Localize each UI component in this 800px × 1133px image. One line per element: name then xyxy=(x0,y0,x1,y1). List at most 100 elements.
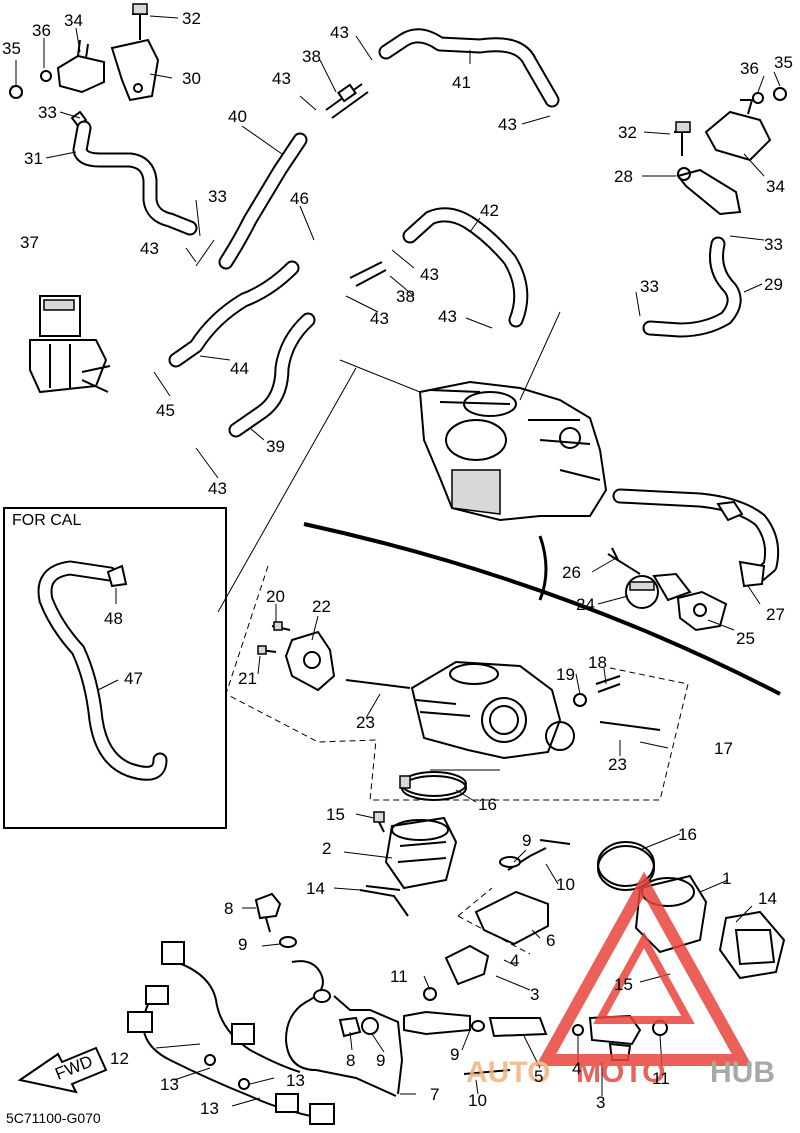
section-divider xyxy=(303,522,781,696)
callout-33: 33 xyxy=(38,103,57,122)
callout-20: 20 xyxy=(266,587,285,606)
callout-5: 5 xyxy=(534,1067,543,1086)
callout-4: 4 xyxy=(572,1059,581,1078)
callout-33: 33 xyxy=(640,277,659,296)
hose-31 xyxy=(72,120,198,236)
throttle-body-dashed-box xyxy=(225,565,689,801)
callout-32: 32 xyxy=(618,123,637,142)
callout-11: 11 xyxy=(390,967,408,986)
callout-9: 9 xyxy=(450,1045,459,1064)
throttle-body-joint-2 xyxy=(373,811,458,890)
callout-43: 43 xyxy=(438,307,457,326)
callout-22: 22 xyxy=(312,597,331,616)
watermark-part-auto: AUTO xyxy=(466,1056,550,1089)
callout-12: 12 xyxy=(110,1049,129,1068)
callout-24: 24 xyxy=(576,595,595,614)
pressure-sensor-assembly xyxy=(9,3,160,128)
callout-25: 25 xyxy=(736,629,755,648)
callout-41: 41 xyxy=(452,73,471,92)
callout-44: 44 xyxy=(230,359,249,378)
callout-43: 43 xyxy=(330,23,349,42)
hose-27 xyxy=(612,488,780,588)
callout-35: 35 xyxy=(774,53,793,72)
callout-42: 42 xyxy=(480,201,499,220)
throttle-body-assembly-top xyxy=(418,380,608,522)
callout-numbers: 35 36 34 32 30 33 40 31 43 38 43 41 43 3… xyxy=(2,9,793,1118)
callout-23: 23 xyxy=(608,755,627,774)
watermark-logo: AUTO MOTO HUB xyxy=(466,871,775,1089)
callout-14: 14 xyxy=(758,889,777,908)
watermark-triangle-icon xyxy=(535,871,753,1066)
callout-19: 19 xyxy=(556,665,575,684)
callout-14: 14 xyxy=(306,879,325,898)
callout-9: 9 xyxy=(522,831,531,850)
right-sensor-assembly xyxy=(674,87,787,216)
callout-15: 15 xyxy=(326,805,345,824)
callout-11: 11 xyxy=(652,1069,670,1088)
callout-43: 43 xyxy=(140,239,159,258)
forward-arrow-icon xyxy=(17,1046,108,1094)
throttle-body-main xyxy=(345,660,661,760)
callout-13: 13 xyxy=(160,1075,179,1094)
fuel-hose-7 xyxy=(284,960,404,1097)
joint-pipe-38-mid xyxy=(349,261,387,287)
callout-36: 36 xyxy=(32,21,51,40)
air-cut-valve-37 xyxy=(29,295,111,394)
callout-43: 43 xyxy=(208,479,227,498)
callout-46: 46 xyxy=(290,189,309,208)
plate-14-left xyxy=(359,885,409,917)
callout-1: 1 xyxy=(722,869,731,888)
pressure-regulator-24 xyxy=(607,547,728,632)
callout-32: 32 xyxy=(182,9,201,28)
callout-17: 17 xyxy=(714,739,733,758)
callout-3: 3 xyxy=(530,985,539,1004)
callout-35: 35 xyxy=(2,39,21,58)
callout-33: 33 xyxy=(208,187,227,206)
callout-38: 38 xyxy=(396,287,415,306)
drawing-code: 5C71100-G070 xyxy=(6,1110,101,1126)
callout-6: 6 xyxy=(546,931,555,950)
callout-27: 27 xyxy=(766,605,785,624)
callout-43: 43 xyxy=(498,115,517,134)
callout-48: 48 xyxy=(104,609,123,628)
callout-34: 34 xyxy=(766,177,785,196)
callout-8: 8 xyxy=(346,1051,355,1070)
callout-47: 47 xyxy=(124,669,143,688)
for-cal-box xyxy=(3,507,227,829)
hose-40 xyxy=(218,132,308,270)
callout-13: 13 xyxy=(200,1099,219,1118)
callout-31: 31 xyxy=(24,149,43,168)
callout-2: 2 xyxy=(322,839,331,858)
bolt-8-washer-9-left xyxy=(254,892,297,948)
callout-9: 9 xyxy=(238,935,247,954)
callout-29: 29 xyxy=(764,275,783,294)
callout-43: 43 xyxy=(420,265,439,284)
hose-29 xyxy=(642,236,742,338)
callout-40: 40 xyxy=(228,107,247,126)
callout-26: 26 xyxy=(562,563,581,582)
callout-3: 3 xyxy=(596,1093,605,1112)
hose-clamp-16-left xyxy=(399,771,467,801)
callout-15: 15 xyxy=(614,975,633,994)
callout-9: 9 xyxy=(376,1051,385,1070)
callout-38: 38 xyxy=(302,47,321,66)
callout-18: 18 xyxy=(588,653,607,672)
callout-45: 45 xyxy=(156,401,175,420)
callout-13: 13 xyxy=(286,1071,305,1090)
callout-21: 21 xyxy=(238,669,257,688)
throttle-position-sensor-22 xyxy=(257,621,336,692)
joint-pipe-38-top xyxy=(325,83,369,119)
callout-28: 28 xyxy=(614,167,633,186)
callout-33: 33 xyxy=(764,235,783,254)
callout-10: 10 xyxy=(556,875,575,894)
hose-39 xyxy=(228,312,316,438)
callout-37: 37 xyxy=(20,233,39,252)
callout-4: 4 xyxy=(510,951,519,970)
callout-23: 23 xyxy=(356,713,375,732)
callout-43: 43 xyxy=(370,309,389,328)
callout-8: 8 xyxy=(224,899,233,918)
callout-16: 16 xyxy=(478,795,497,814)
hose-clamp-16-right xyxy=(597,841,655,891)
callout-16: 16 xyxy=(678,825,697,844)
callout-39: 39 xyxy=(266,437,285,456)
